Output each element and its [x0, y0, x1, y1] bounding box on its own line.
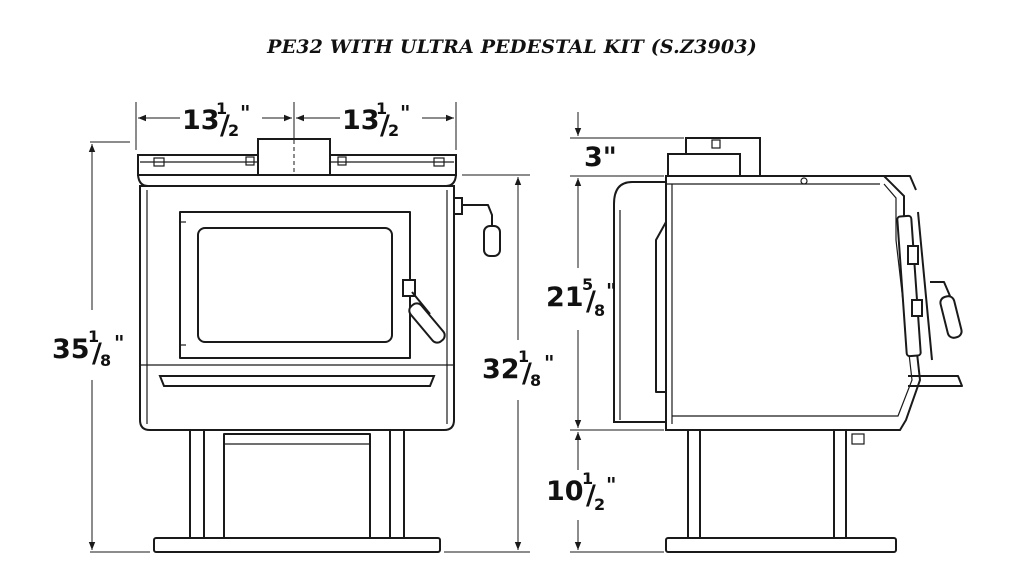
front-side-control [453, 197, 501, 257]
svg-text:35: 35 [52, 334, 90, 365]
front-body [139, 185, 455, 431]
dim-label-side-body-height: 21 5 / 8 " [546, 275, 616, 320]
dim-label-overall-height: 35 1 / 8 " [52, 327, 124, 370]
svg-text:/: / [586, 286, 596, 317]
dim-label-pedestal-height: 10 1 / 2 " [546, 469, 616, 514]
svg-text:3": 3" [584, 142, 617, 173]
svg-text:8: 8 [594, 301, 605, 320]
svg-text:/: / [586, 480, 596, 511]
dim-label-body-height: 32 1 / 8 " [482, 347, 554, 390]
front-pedestal [153, 429, 441, 553]
svg-text:": " [606, 473, 616, 497]
svg-text:2: 2 [388, 121, 399, 140]
svg-text:/: / [92, 338, 102, 369]
dim-label-flue-height: 3" [584, 142, 617, 173]
svg-text:1: 1 [216, 99, 227, 118]
svg-text:/: / [380, 110, 390, 141]
svg-text:10: 10 [546, 476, 584, 507]
dim-label-front-width-left: 13 1 / 2 " [180, 99, 262, 141]
side-view [613, 137, 963, 553]
svg-text:13: 13 [182, 105, 220, 136]
svg-text:/: / [522, 358, 532, 389]
front-view [137, 138, 501, 553]
svg-text:8: 8 [530, 371, 541, 390]
diagram-title: PE32 WITH ULTRA PEDESTAL KIT (S.Z3903) [267, 36, 757, 58]
svg-text:": " [114, 331, 124, 355]
svg-text:1: 1 [582, 469, 593, 488]
svg-text:8: 8 [100, 351, 111, 370]
svg-text:21: 21 [546, 282, 584, 313]
svg-text:": " [240, 101, 250, 125]
svg-text:2: 2 [228, 121, 239, 140]
dim-label-front-width-right: 13 1 / 2 " [340, 99, 422, 141]
svg-text:/: / [220, 110, 230, 141]
side-pedestal [665, 429, 897, 553]
side-rear-shield [613, 181, 667, 423]
front-door-glass [197, 227, 393, 343]
svg-text:1: 1 [376, 99, 387, 118]
svg-text:1: 1 [88, 327, 99, 346]
svg-text:": " [400, 101, 410, 125]
svg-text:13: 13 [342, 105, 380, 136]
svg-text:1: 1 [518, 347, 529, 366]
svg-text:": " [544, 351, 554, 375]
svg-text:": " [606, 279, 616, 303]
front-door-handle [402, 279, 446, 344]
side-body [665, 175, 922, 431]
svg-text:32: 32 [482, 354, 520, 385]
side-door [896, 211, 933, 361]
svg-text:5: 5 [582, 275, 593, 294]
front-ash-lip [158, 375, 436, 387]
side-door-handle [930, 281, 963, 339]
svg-text:2: 2 [594, 495, 605, 514]
